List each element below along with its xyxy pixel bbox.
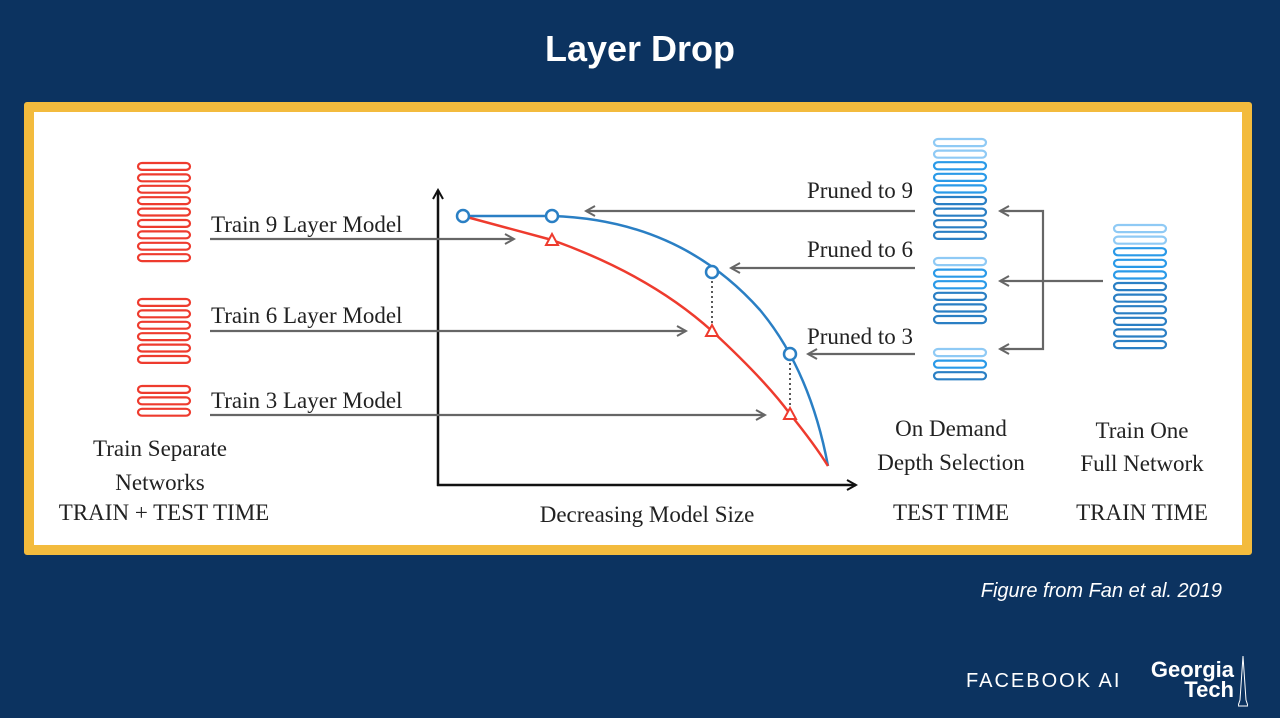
- layerdrop-curve: [463, 214, 830, 467]
- layer: [136, 207, 192, 217]
- layer: [1112, 270, 1168, 280]
- pruned-9-label: Pruned to 9: [807, 178, 913, 203]
- point-pruned-3: [782, 346, 798, 362]
- right-caption-3: TRAIN TIME: [1076, 500, 1208, 525]
- layer: [1112, 339, 1168, 350]
- layer: [1112, 293, 1168, 303]
- figure-panel: [24, 102, 1252, 555]
- layer: [1112, 316, 1168, 326]
- layer: [136, 218, 192, 229]
- layer: [932, 256, 988, 267]
- right-caption-1: Train One: [1095, 418, 1188, 443]
- layer: [136, 320, 192, 330]
- layer: [1112, 235, 1168, 245]
- middle-caption-3: TEST TIME: [893, 500, 1009, 525]
- layer: [932, 149, 988, 159]
- layer: [932, 359, 988, 369]
- layer: [136, 384, 192, 395]
- pruned-6-label: Pruned to 6: [807, 237, 913, 262]
- train-3-label: Train 3 Layer Model: [211, 388, 402, 413]
- left-caption-3: TRAIN + TEST TIME: [59, 500, 269, 525]
- point-full: [455, 208, 471, 224]
- layer: [1112, 305, 1168, 315]
- train-6-label: Train 6 Layer Model: [211, 303, 402, 328]
- layer: [932, 291, 988, 301]
- separate-network-9: [136, 161, 192, 263]
- layer: [1112, 281, 1168, 292]
- layer: [932, 137, 988, 148]
- separate-network-6: [136, 297, 192, 365]
- point-train-3: [782, 405, 798, 420]
- layer: [932, 230, 988, 241]
- layer: [932, 172, 988, 183]
- layer: [136, 297, 192, 308]
- right-caption-2: Full Network: [1080, 451, 1204, 476]
- middle-caption-2: Depth Selection: [877, 450, 1025, 475]
- point-train-6: [704, 322, 720, 337]
- georgia-tech-logo: Georgia Tech: [1136, 657, 1234, 702]
- layer: [932, 195, 988, 206]
- separate-curve: [462, 214, 830, 467]
- layer: [932, 371, 988, 381]
- facebook-ai-logo: FACEBOOK AI: [966, 670, 1122, 692]
- separate-network-3: [136, 384, 192, 417]
- layer: [136, 173, 192, 183]
- layer: [932, 314, 988, 325]
- layer: [932, 280, 988, 290]
- layer: [136, 332, 192, 342]
- layer: [136, 407, 192, 417]
- pruned-network-6: [932, 256, 988, 325]
- layer: [136, 184, 192, 194]
- layer: [136, 396, 192, 406]
- layer: [932, 184, 988, 194]
- layer: [1112, 223, 1168, 234]
- point-train-9: [544, 231, 560, 246]
- layer: [932, 268, 988, 278]
- gt-logo-line-1: Georgia: [1150, 657, 1234, 682]
- middle-caption-1: On Demand: [895, 416, 1007, 441]
- pruned-network-3: [932, 347, 988, 381]
- layer: [932, 219, 988, 229]
- x-axis-label: Decreasing Model Size: [540, 502, 755, 527]
- layer: [136, 343, 192, 353]
- layer: [1112, 328, 1168, 338]
- left-caption-2: Networks: [115, 470, 204, 495]
- layer: [136, 253, 192, 263]
- layer: [1112, 247, 1168, 257]
- layer: [136, 230, 192, 240]
- layer: [136, 309, 192, 319]
- slide-title: Layer Drop: [544, 28, 736, 69]
- pruned-network-9: [932, 137, 988, 241]
- layer: [136, 354, 192, 365]
- layer: [932, 303, 988, 313]
- gt-logo-line-2: Tech: [1184, 677, 1234, 702]
- layer: [932, 161, 988, 171]
- layer: [136, 161, 192, 172]
- figure-caption: Figure from Fan et al. 2019: [980, 580, 1222, 602]
- train-9-label: Train 9 Layer Model: [211, 212, 402, 237]
- layer: [932, 347, 988, 358]
- tech-tower-icon: [1238, 656, 1248, 707]
- pruned-3-label: Pruned to 3: [807, 324, 913, 349]
- left-caption-1: Train Separate: [93, 436, 227, 461]
- point-pruned-9: [544, 208, 560, 224]
- layer: [136, 196, 192, 206]
- full-network: [1112, 223, 1168, 350]
- point-pruned-6: [704, 264, 720, 280]
- layer: [1112, 258, 1168, 268]
- layer: [932, 207, 988, 217]
- layer: [136, 241, 192, 251]
